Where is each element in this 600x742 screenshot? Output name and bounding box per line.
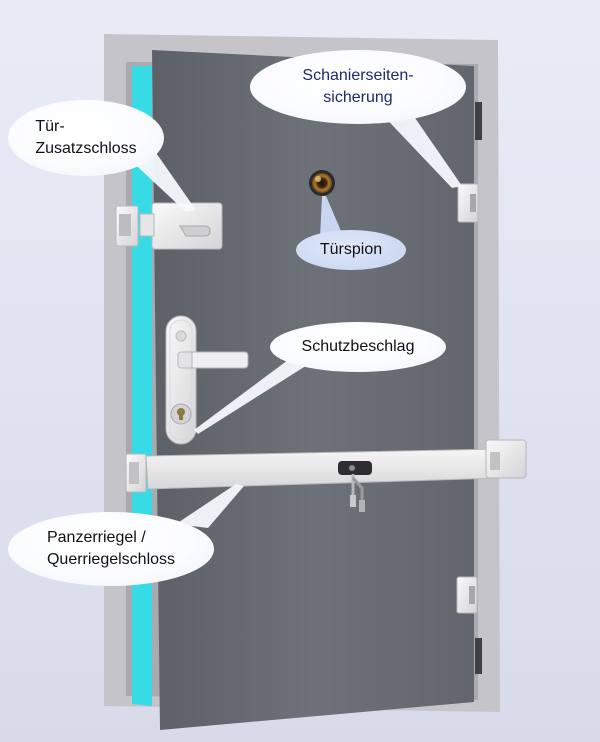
pointer-crossbar-lock (176, 484, 244, 528)
callout-door-viewer: Türspion (296, 230, 406, 270)
callout-hinge-guard-line2: sicherung (323, 89, 393, 106)
callout-additional-lock-line2: Zusatzschloss (35, 140, 137, 157)
pointer-hinge-guard (376, 102, 462, 188)
hinge-upper (475, 102, 482, 140)
callout-additional-lock: Tür- Zusatzschloss (8, 100, 164, 176)
callout-additional-lock-line1: Tür- (35, 118, 65, 135)
callout-security-fitting-label: Schutzbeschlag (301, 338, 415, 355)
callout-hinge-guard-line1: Schanierseiten- (302, 67, 414, 84)
callout-crossbar-lock: Panzerriegel / Querriegelschloss (8, 512, 214, 586)
security-fitting (165, 315, 249, 445)
crossbar-lock (125, 439, 527, 512)
callout-crossbar-lock-line1: Panzerriegel / (46, 529, 146, 546)
callout-security-fitting: Schutzbeschlag (270, 322, 446, 372)
pointer-additional-lock (126, 150, 196, 212)
pointer-door-viewer (320, 196, 344, 238)
callout-crossbar-lock-line2: Querriegelschloss (46, 551, 176, 568)
pointer-security-fitting (194, 360, 312, 434)
hinge-lower (475, 638, 482, 674)
door-panel (152, 50, 474, 730)
door-viewer (309, 170, 335, 196)
callout-hinge-guard: Schanierseiten- sicherung (250, 50, 466, 124)
hinge-guard-upper (457, 183, 479, 223)
callout-door-viewer-label: Türspion (319, 241, 383, 258)
